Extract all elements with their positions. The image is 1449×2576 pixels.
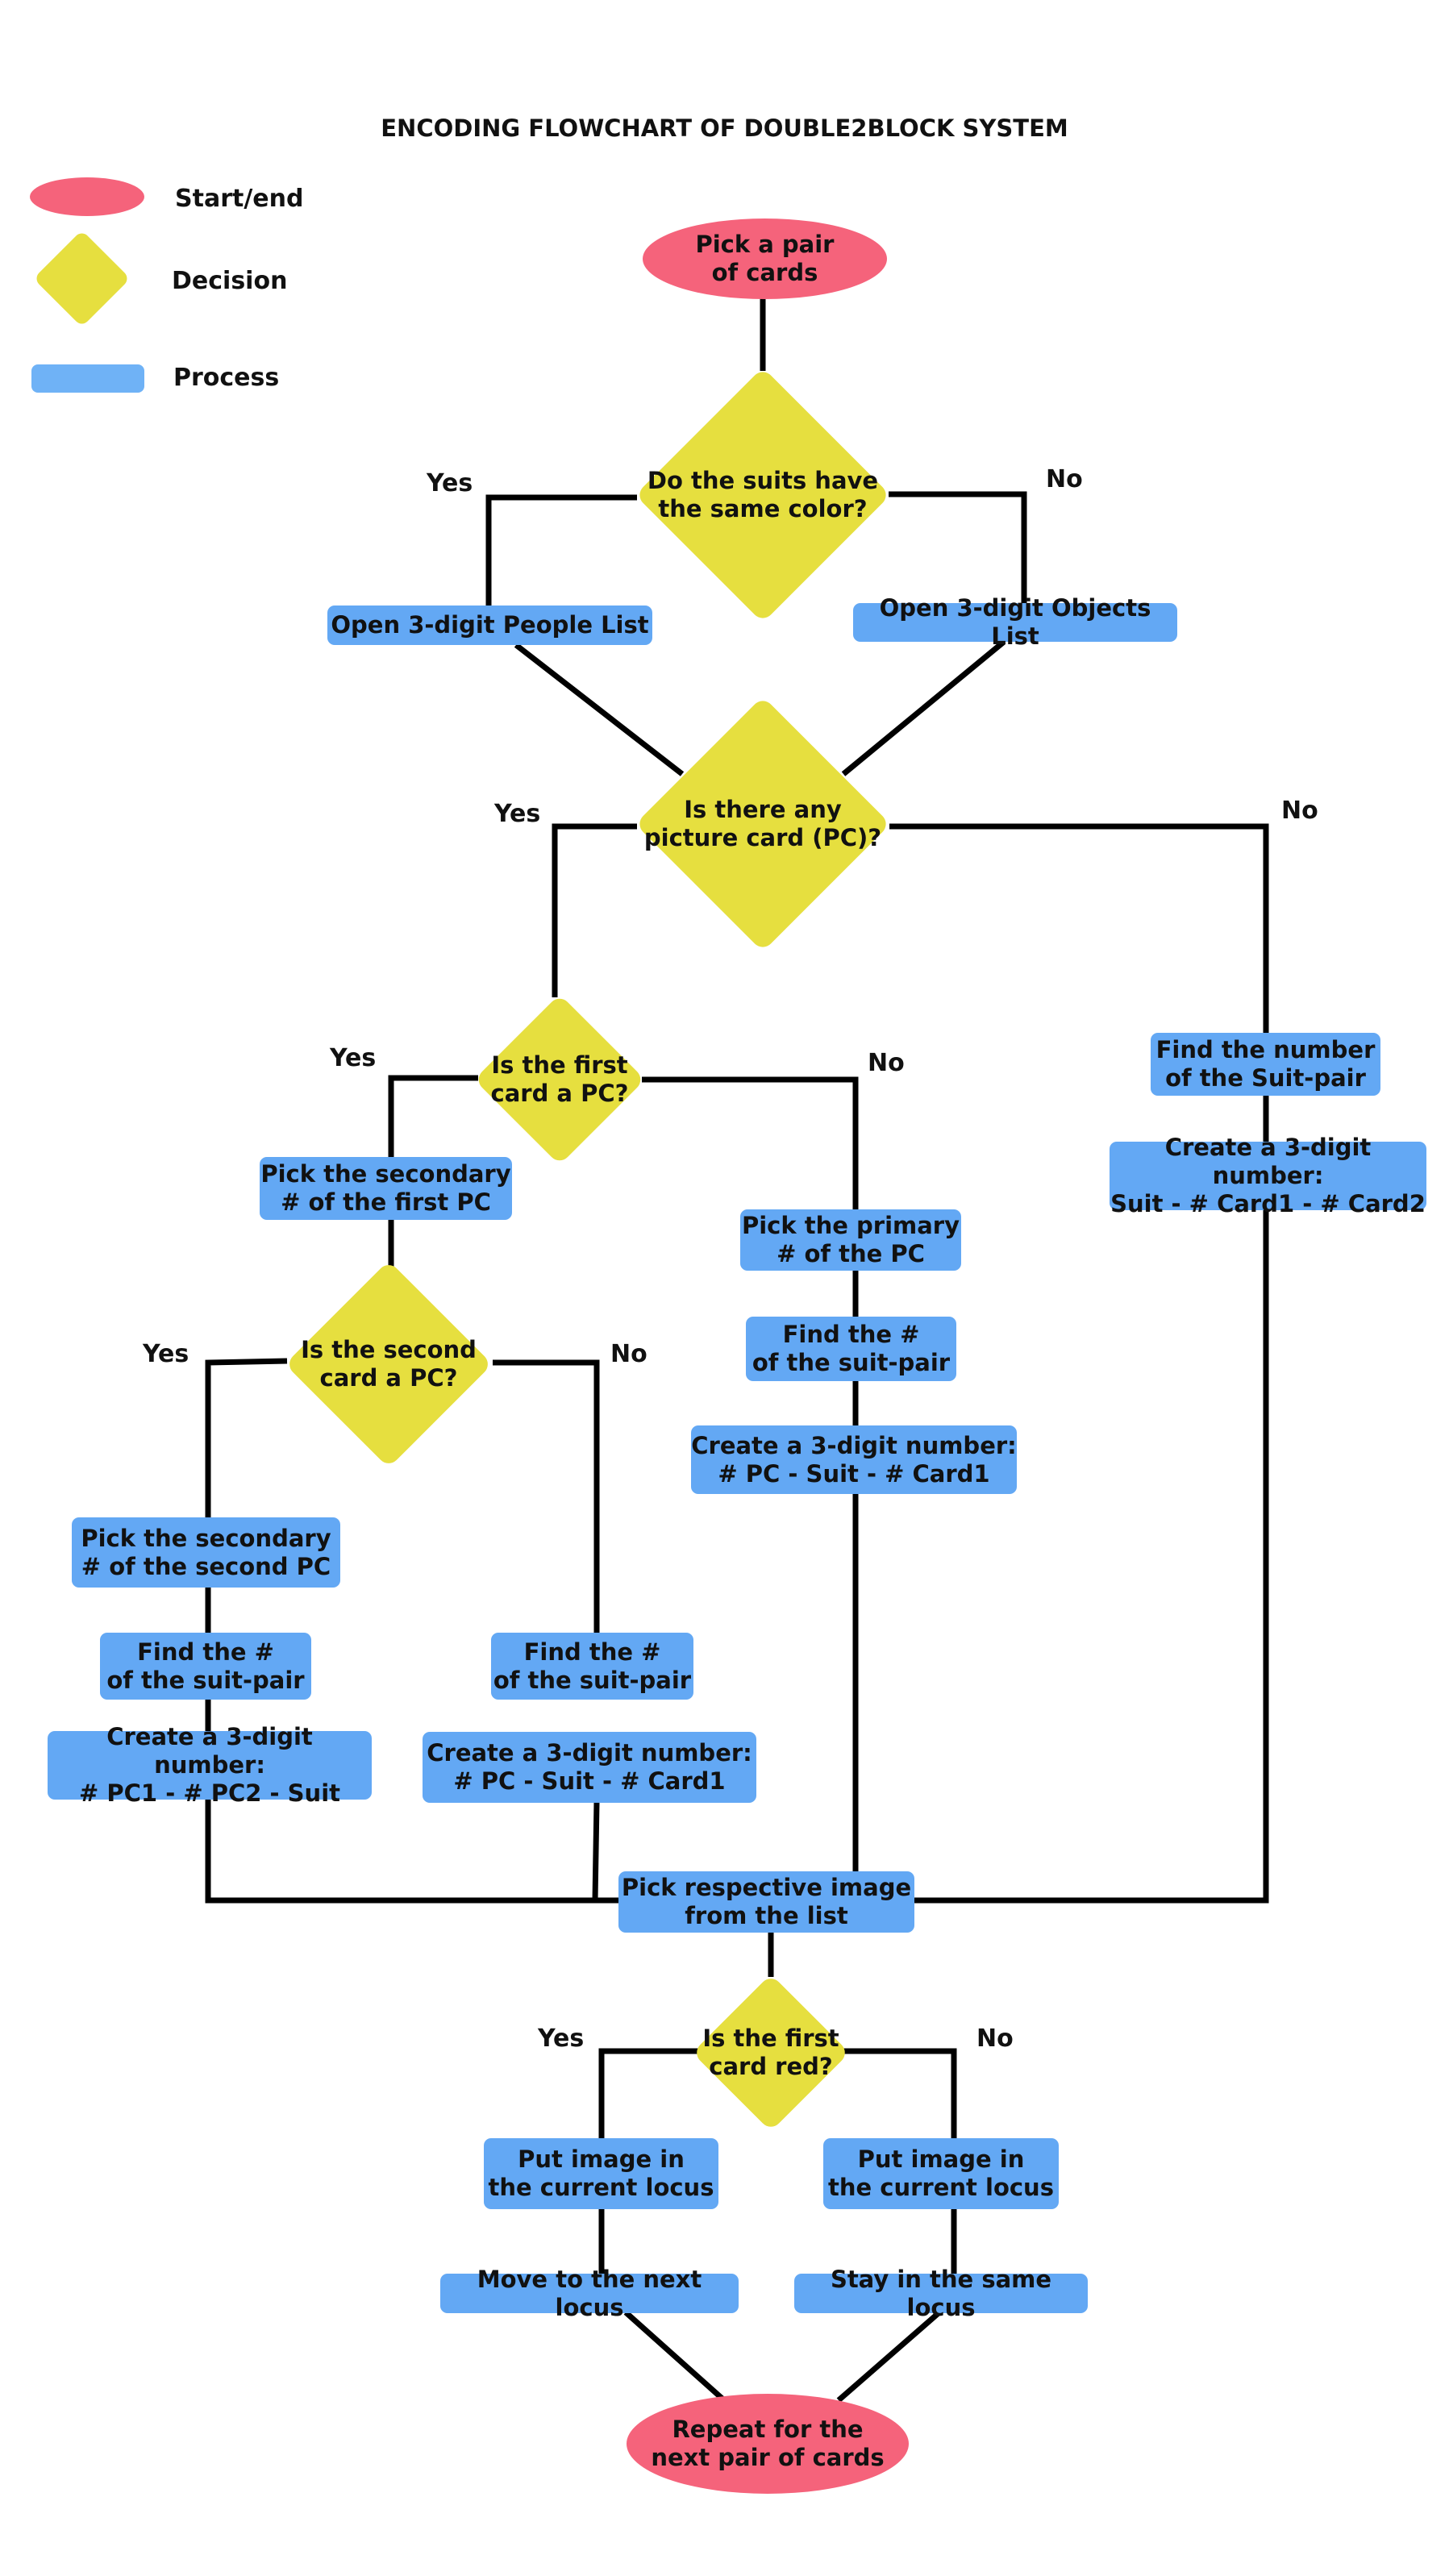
branch-label-no: No xyxy=(610,1340,647,1368)
legend-process-swatch xyxy=(31,364,144,393)
branch-label-yes: Yes xyxy=(427,469,473,497)
people-list-node: Open 3-digit People List xyxy=(327,606,652,645)
decision-label: Do the suits have the same color? xyxy=(647,467,879,522)
branch-label-no: No xyxy=(1281,797,1318,825)
diagram-title: ENCODING FLOWCHART OF DOUBLE2BLOCK SYSTE… xyxy=(381,114,1068,142)
decision-any-picture-card: Is there any picture card (PC)? xyxy=(635,696,891,952)
primary-pc-node: Pick the primary # of the PC xyxy=(740,1209,961,1271)
pick-image-node: Pick respective image from the list xyxy=(618,1871,914,1933)
branch-label-yes: Yes xyxy=(143,1340,189,1368)
decision-label: Is the first card red? xyxy=(702,2025,839,2080)
decision-label: Is the first card a PC? xyxy=(490,1051,629,1107)
create-number-right-node: Create a 3-digit number: Suit - # Card1 … xyxy=(1110,1134,1426,1217)
put-image-right-node: Put image in the current locus xyxy=(823,2138,1059,2209)
secondary-second-pc-node: Pick the secondary # of the second PC xyxy=(72,1517,340,1588)
suit-pair-mid-node: Find the # of the suit-pair xyxy=(491,1633,693,1700)
branch-label-no: No xyxy=(976,2025,1014,2053)
suit-pair-right-node: Find the number of the Suit-pair xyxy=(1151,1033,1380,1096)
branch-label-yes: Yes xyxy=(330,1044,377,1072)
create-number-mid-node: Create a 3-digit number: # PC - Suit - #… xyxy=(423,1732,756,1803)
decision-same-color: Do the suits have the same color? xyxy=(635,367,891,623)
legend-terminal-swatch xyxy=(30,177,144,216)
suit-pair-center-node: Find the # of the suit-pair xyxy=(746,1317,956,1381)
same-locus-node: Stay in the same locus xyxy=(794,2266,1088,2321)
branch-label-yes: Yes xyxy=(538,2025,585,2053)
end-node: Repeat for the next pair of cards xyxy=(627,2394,909,2494)
decision-first-card-pc: Is the first card a PC? xyxy=(473,993,646,1166)
branch-label-yes: Yes xyxy=(494,800,541,828)
next-locus-node: Move to the next locus xyxy=(440,2266,739,2321)
branch-label-no: No xyxy=(1046,465,1083,493)
decision-first-card-red: Is the first card red? xyxy=(692,1974,850,2132)
suit-pair-left-node: Find the # of the suit-pair xyxy=(100,1633,311,1700)
start-node: Pick a pair of cards xyxy=(643,218,887,299)
objects-list-node: Open 3-digit Objects List xyxy=(853,594,1177,650)
create-number-left-node: Create a 3-digit number: # PC1 - # PC2 -… xyxy=(48,1723,372,1807)
legend-process-label: Process xyxy=(173,364,280,392)
decision-second-card-pc: Is the second card a PC? xyxy=(285,1260,493,1468)
branch-label-no: No xyxy=(868,1049,905,1077)
secondary-first-pc-node: Pick the secondary # of the first PC xyxy=(260,1157,512,1220)
legend-decision-label: Decision xyxy=(172,267,288,295)
decision-label: Is the second card a PC? xyxy=(301,1336,477,1392)
put-image-left-node: Put image in the current locus xyxy=(484,2138,718,2209)
legend-terminal-label: Start/end xyxy=(175,185,304,213)
decision-label: Is there any picture card (PC)? xyxy=(643,796,882,851)
create-number-center-node: Create a 3-digit number: # PC - Suit - #… xyxy=(691,1425,1017,1494)
